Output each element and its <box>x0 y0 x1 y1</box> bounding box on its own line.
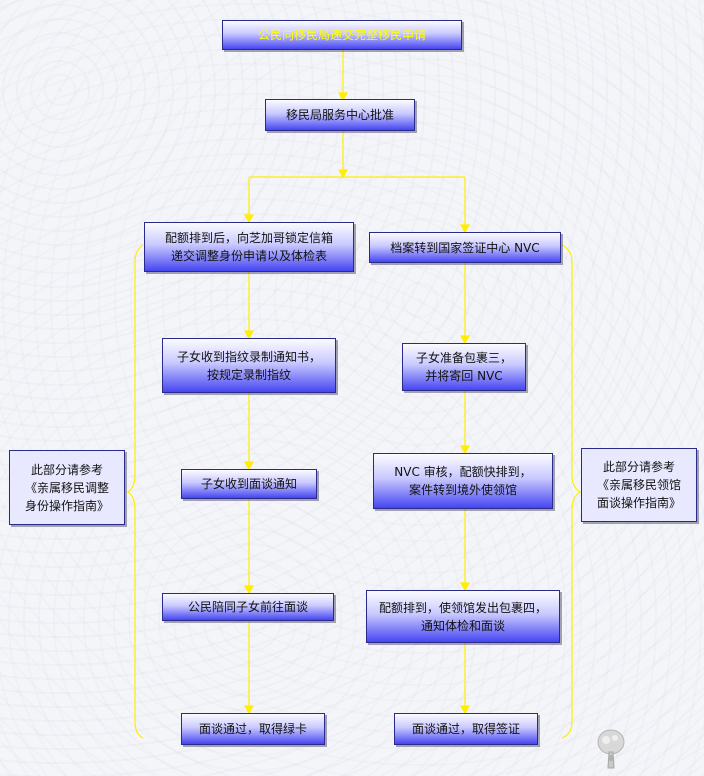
left-step-1-box: 配额排到后，向芝加哥锁定信箱 递交调整身份申请以及体检表 <box>144 222 354 272</box>
left-end-box: 面谈通过，取得绿卡 <box>181 713 325 745</box>
left-note: 此部分请参考 《亲属移民调整 身份操作指南》 <box>9 450 125 525</box>
arrowhead <box>461 446 469 453</box>
right-step-2-box: 子女准备包裹三， 并将寄回 NVC <box>402 343 526 391</box>
arrowhead <box>461 583 469 590</box>
arrowhead <box>245 586 253 593</box>
left-step-4-box: 公民陪同子女前往面谈 <box>162 593 334 621</box>
arrowhead <box>245 462 253 469</box>
right-note: 此部分请参考 《亲属移民领馆 面谈操作指南》 <box>581 448 697 522</box>
left-step-3-box: 子女收到面谈通知 <box>181 469 317 499</box>
left-brace <box>128 245 143 738</box>
right-step-3-box: NVC 审核，配额快排到， 案件转到境外使领馆 <box>373 453 553 509</box>
arrowhead <box>461 336 469 343</box>
arrowhead <box>245 215 253 222</box>
arrowhead <box>461 706 469 713</box>
right-step-4-box: 配额排到，使领馆发出包裹四， 通知体检和面谈 <box>366 590 560 643</box>
arrowhead <box>339 170 347 177</box>
approve-box: 移民局服务中心批准 <box>265 99 415 131</box>
right-step-1-box: 档案转到国家签证中心 NVC <box>369 232 561 263</box>
arrowhead <box>245 331 253 338</box>
left-step-2-box: 子女收到指纹录制通知书， 按规定录制指纹 <box>162 338 336 393</box>
arrowhead <box>245 706 253 713</box>
mascot-logo-icon <box>596 728 626 772</box>
start-box: 公民向移民局递交完整移民申请 <box>222 20 462 50</box>
right-brace <box>562 245 580 738</box>
arrowhead <box>461 225 469 232</box>
right-end-box: 面谈通过，取得签证 <box>394 713 538 745</box>
